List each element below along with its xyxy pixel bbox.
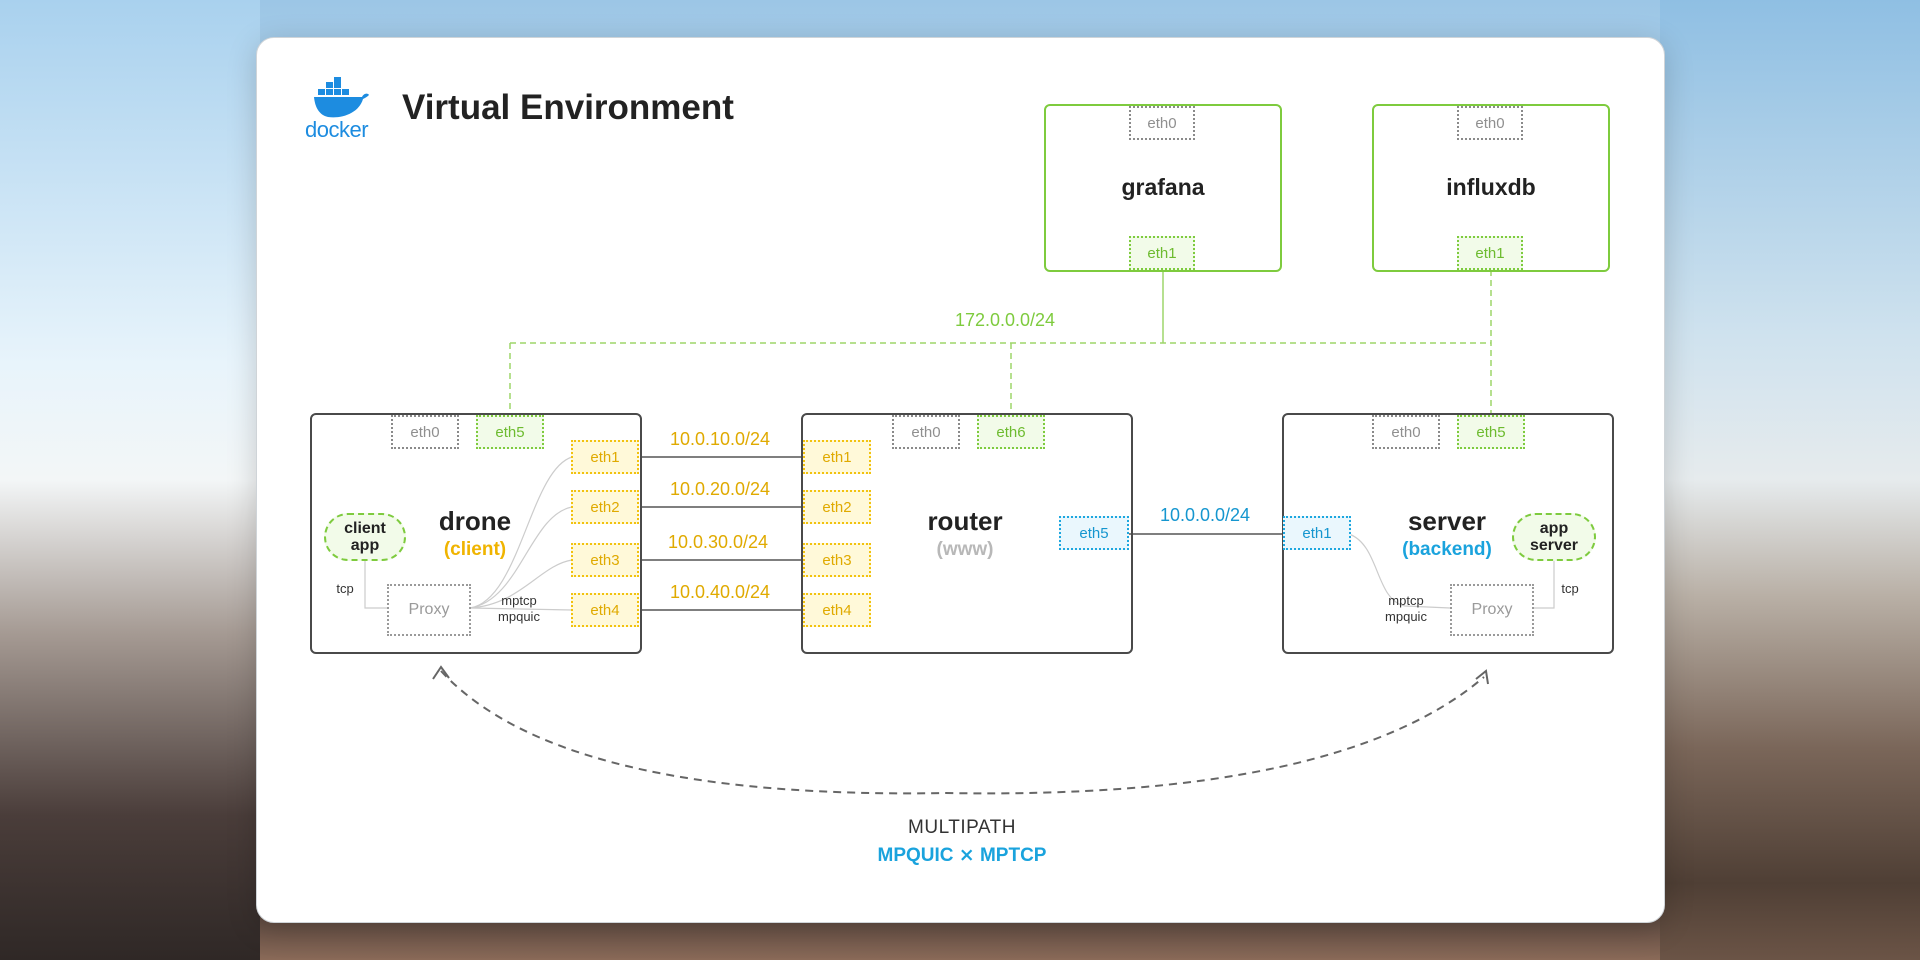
drone-tcp-label: tcp (336, 581, 354, 596)
router-eth1: eth1 (803, 440, 871, 474)
server-eth0: eth0 (1372, 415, 1440, 449)
server-eth1: eth1 (1283, 516, 1351, 550)
link2-subnet: 10.0.20.0/24 (669, 479, 771, 499)
server-protocol-mpquic: mpquic (1385, 609, 1427, 624)
background-left (0, 0, 260, 960)
drone-eth2: eth2 (571, 490, 639, 524)
influxdb-label: influxdb (1446, 174, 1536, 200)
grafana-label: grafana (1121, 174, 1205, 200)
app-server-line2: server (1529, 537, 1579, 554)
grafana-eth0: eth0 (1129, 106, 1195, 140)
server-label: server (1407, 506, 1487, 536)
drone-role: (client) (443, 539, 507, 560)
router-role: (www) (936, 539, 994, 560)
protocol-label: MPQUIC ⨯ MPTCP (877, 845, 1047, 866)
router-label: router (927, 506, 1003, 536)
server-proxy: Proxy (1450, 584, 1534, 636)
drone-container (310, 413, 642, 654)
router-eth3: eth3 (803, 543, 871, 577)
router-eth4: eth4 (803, 593, 871, 627)
backend-subnet: 10.0.0.0/24 (1159, 505, 1251, 525)
router-eth2: eth2 (803, 490, 871, 524)
router-container (801, 413, 1133, 654)
server-role: (backend) (1402, 539, 1492, 560)
docker-whale-icon (314, 77, 369, 118)
drone-eth3: eth3 (571, 543, 639, 577)
influxdb-eth0: eth0 (1457, 106, 1523, 140)
client-app: client app (324, 513, 406, 561)
grafana-eth1: eth1 (1129, 236, 1195, 270)
server-protocols: mptcp mpquic (1375, 593, 1437, 625)
drone-eth5: eth5 (476, 415, 544, 449)
server-tcp-label: tcp (1561, 581, 1579, 596)
drone-proxy: Proxy (387, 584, 471, 636)
influxdb-eth1: eth1 (1457, 236, 1523, 270)
diagram-card (256, 37, 1665, 923)
drone-protocol-mpquic: mpquic (498, 609, 540, 624)
drone-label: drone (438, 506, 512, 536)
server-protocol-mptcp: mptcp (1388, 593, 1424, 608)
link3-subnet: 10.0.30.0/24 (667, 532, 769, 552)
drone-protocol-mptcp: mptcp (501, 593, 537, 608)
drone-eth1: eth1 (571, 440, 639, 474)
drone-protocols: mptcp mpquic (488, 593, 550, 625)
router-eth6: eth6 (977, 415, 1045, 449)
background-right (1660, 0, 1920, 960)
client-app-line1: client (344, 520, 386, 537)
influxdb-container (1372, 104, 1610, 272)
client-app-line2: app (350, 537, 380, 554)
app-server: app server (1512, 513, 1596, 561)
router-eth0: eth0 (892, 415, 960, 449)
drone-eth4: eth4 (571, 593, 639, 627)
page-title: Virtual Environment (402, 88, 734, 127)
server-eth5: eth5 (1457, 415, 1525, 449)
drone-eth0: eth0 (391, 415, 459, 449)
grafana-container (1044, 104, 1282, 272)
router-eth5: eth5 (1059, 516, 1129, 550)
multipath-label: MULTIPATH (908, 817, 1016, 838)
app-server-line1: app (1539, 520, 1569, 537)
link4-subnet: 10.0.40.0/24 (669, 582, 771, 602)
docker-logo-text: docker (305, 117, 369, 142)
monitor-subnet: 172.0.0.0/24 (954, 310, 1056, 330)
link1-subnet: 10.0.10.0/24 (669, 429, 771, 449)
